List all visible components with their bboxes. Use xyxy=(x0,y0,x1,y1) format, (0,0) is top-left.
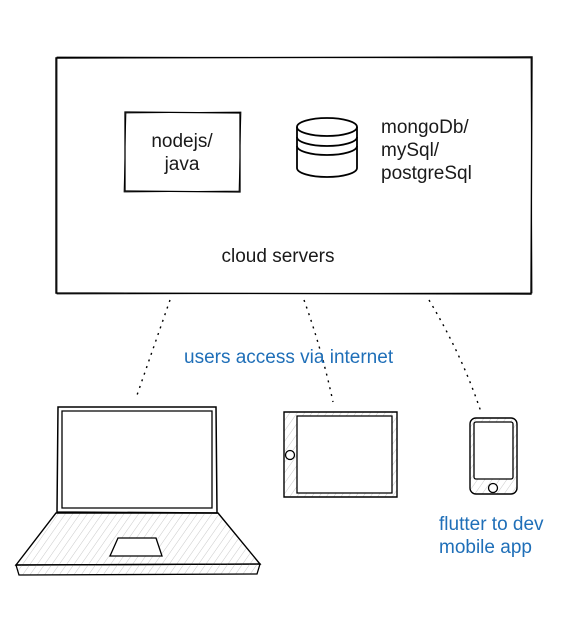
backend-label-line-2: java xyxy=(164,154,200,175)
phone-icon xyxy=(469,417,518,495)
tablet-icon xyxy=(283,411,398,498)
cloud-server-box xyxy=(55,56,533,295)
mobile-note-line-1: flutter to dev xyxy=(439,514,544,535)
access-annotation: users access via internet xyxy=(184,347,394,368)
mobile-note-line-2: mobile app xyxy=(439,537,532,558)
database-icon xyxy=(296,117,358,178)
laptop-icon xyxy=(14,406,262,576)
connector-laptop xyxy=(135,299,171,399)
cloud-servers-label: cloud servers xyxy=(222,246,335,267)
database-label-line-1: mongoDb/ xyxy=(381,117,469,138)
backend-label-line-1: nodejs/ xyxy=(151,131,213,152)
connector-phone xyxy=(428,299,482,413)
backend-box xyxy=(123,111,242,193)
database-label-line-2: mySql/ xyxy=(381,140,440,161)
database-label-line-3: postgreSql xyxy=(381,163,472,184)
